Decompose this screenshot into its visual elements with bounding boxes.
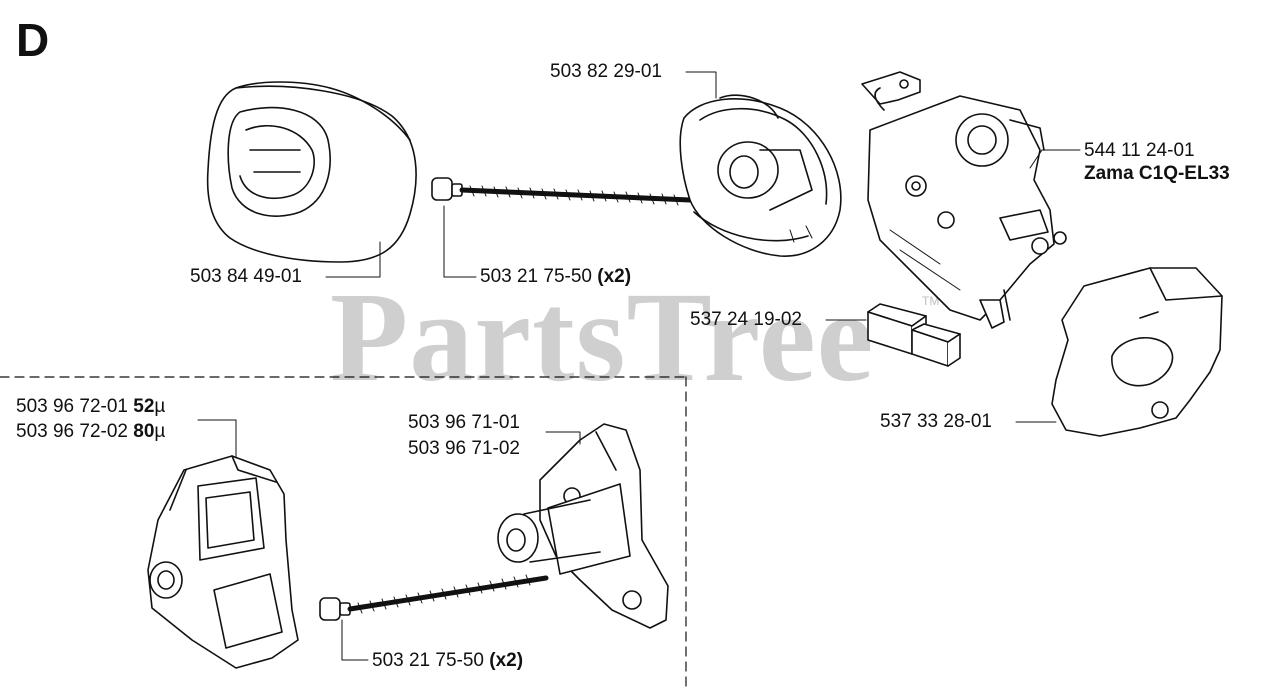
quantity: (x2) — [597, 266, 632, 287]
intake-adapter-part — [679, 94, 842, 257]
leader-503-96-71 — [545, 431, 581, 445]
adapter-flange-part — [497, 423, 669, 629]
leader-544-11-24-01 — [1029, 149, 1081, 169]
part-number: 503 84 49-01 — [190, 266, 302, 287]
quantity: (x2) — [489, 650, 524, 671]
leader-503-82-29-01 — [685, 71, 717, 99]
watermark-text: PartsTree — [330, 266, 875, 408]
part-number: 537 33 28-01 — [880, 411, 992, 432]
label-zama-model: Zama C1Q-EL33 — [1084, 163, 1230, 184]
label-503-82-29-01: 503 82 29-01 — [550, 61, 662, 83]
label-503-96-71-02: 503 96 71-02 — [408, 438, 520, 460]
label-537-33-28-01: 537 33 28-01 — [880, 411, 992, 433]
label-503-96-72-02: 503 96 72-02 80µ — [16, 421, 165, 443]
filter-housing-part — [147, 455, 299, 669]
leader-503-96-72 — [197, 419, 237, 459]
part-number: 503 96 71-02 — [408, 438, 520, 459]
heat-shield-part — [1051, 267, 1223, 437]
leader-503-84-49-01 — [325, 241, 381, 278]
label-503-21-75-50-bottom: 503 21 75-50 (x2) — [372, 650, 523, 672]
air-filter-part — [206, 81, 417, 263]
unit: µ — [154, 421, 166, 442]
part-number: 503 96 72-01 — [16, 396, 128, 417]
leader-503-21-75-50-top — [443, 205, 477, 278]
watermark-trademark: TM — [922, 294, 940, 308]
part-number: 503 21 75-50 — [372, 650, 484, 671]
part-number: 544 11 24-01 — [1084, 140, 1195, 161]
spacer-block-part — [867, 303, 961, 367]
watermark: PartsTree — [330, 272, 874, 402]
leader-lines — [197, 71, 1081, 661]
leader-503-21-75-50-bottom — [341, 619, 369, 661]
size: 80 — [133, 421, 155, 442]
label-503-21-75-50-top: 503 21 75-50 (x2) — [480, 266, 631, 288]
screw-top-part — [431, 177, 693, 206]
label-537-24-19-02: 537 24 19-02 — [690, 309, 802, 331]
unit: µ — [154, 396, 166, 417]
label-503-96-72-01: 503 96 72-01 52µ — [16, 396, 165, 418]
size: 52 — [133, 396, 155, 417]
part-number: 503 82 29-01 — [550, 61, 662, 82]
screw-bottom-part — [319, 574, 549, 621]
section-letter: D — [16, 14, 50, 66]
label-503-84-49-01: 503 84 49-01 — [190, 266, 302, 288]
part-number: 503 96 71-01 — [408, 412, 520, 433]
part-number: 537 24 19-02 — [690, 309, 802, 330]
part-number: 503 21 75-50 — [480, 266, 592, 287]
part-number: 503 96 72-02 — [16, 421, 128, 442]
label-544-11-24-01: 544 11 24-01 — [1084, 140, 1195, 162]
label-503-96-71-01: 503 96 71-01 — [408, 412, 520, 434]
carburetor-part — [861, 71, 1067, 329]
